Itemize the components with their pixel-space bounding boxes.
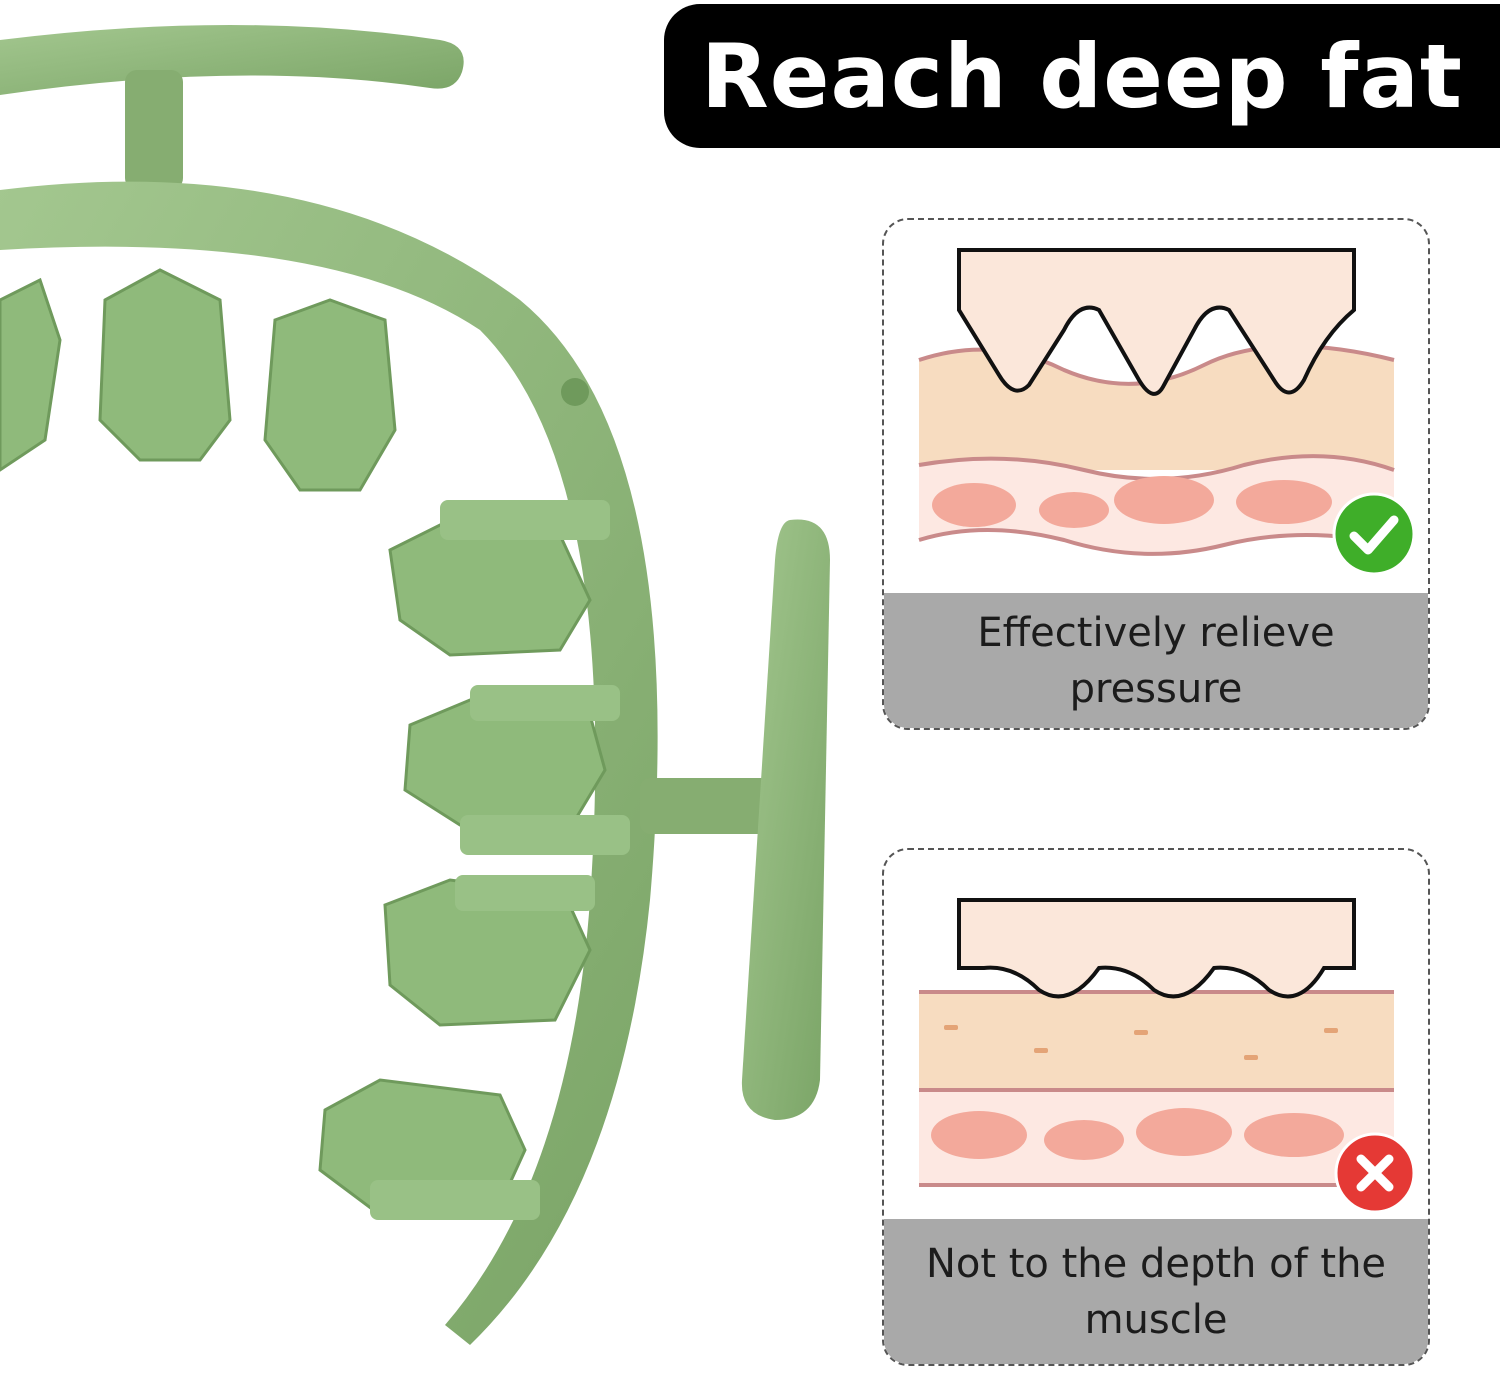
cross-icon xyxy=(1334,1132,1416,1214)
massager-tool-rounded xyxy=(957,898,1356,999)
caption-bad: Not to the depth of the muscle xyxy=(884,1219,1428,1364)
top-handle xyxy=(0,25,464,95)
comparison-panel-good: Effectively relieve pressure xyxy=(882,218,1430,730)
caption-bad-text: Not to the depth of the muscle xyxy=(925,1240,1387,1343)
headline-text: Reach deep fat xyxy=(701,24,1463,128)
caption-good-text: Effectively relieve pressure xyxy=(977,609,1335,712)
skin-layers-diagram-bad xyxy=(919,898,1394,1187)
massager-illustration xyxy=(0,25,830,1345)
skin-layers-diagram-good xyxy=(918,248,1395,556)
right-stem xyxy=(640,778,790,834)
check-icon xyxy=(1332,492,1416,576)
caption-good: Effectively relieve pressure xyxy=(884,593,1428,728)
comparison-panel-bad: Not to the depth of the muscle xyxy=(882,848,1430,1366)
roller-brackets xyxy=(370,500,630,1220)
massager-tool-pointed xyxy=(957,248,1356,396)
rollers-top xyxy=(0,268,397,492)
right-handle xyxy=(741,519,830,1120)
top-stem xyxy=(125,70,183,190)
headline-banner: Reach deep fat xyxy=(664,4,1500,148)
hinge-screw xyxy=(561,378,589,406)
